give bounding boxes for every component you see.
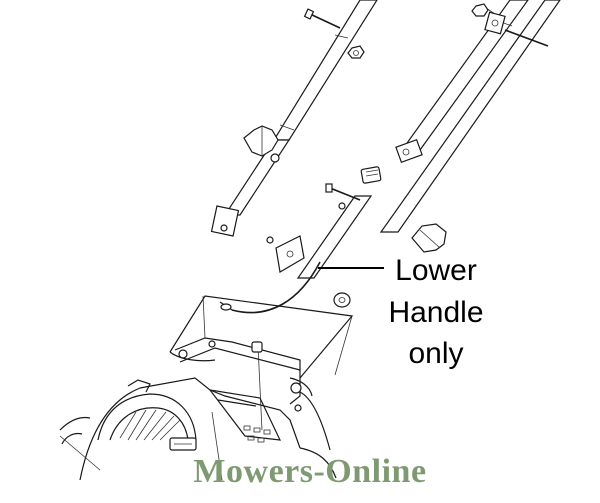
upper-handle-left-tube [223,0,378,216]
control-cable [219,261,321,314]
callout-line-2: Handle [388,296,483,329]
upper-handle-right-tube [379,0,561,233]
lower-handle-bolt [325,183,361,210]
upper-right-bolt [471,3,549,47]
left-tube-bracket [210,205,240,237]
upper-handle-nut [347,45,365,59]
left-handle-knob [243,125,280,163]
lower-handle-tube [296,166,382,279]
lower-handle-washer [333,292,351,308]
mowers-online-watermark: Mowers-Online [193,453,426,490]
lower-handle-bracket [266,235,305,273]
engine-fan-grille [119,409,181,441]
lower-handle-callout: Lower Handle only [318,254,484,370]
deck-vent-slots [243,425,271,443]
right-handle-knob [411,223,447,253]
callout-line-3: only [408,337,463,370]
callout-line-1: Lower [395,254,477,287]
right-tube-clamp [395,138,423,164]
mower-deck [59,295,354,481]
upper-handle-bolt [303,8,341,29]
upper-right-bracket [484,11,506,35]
